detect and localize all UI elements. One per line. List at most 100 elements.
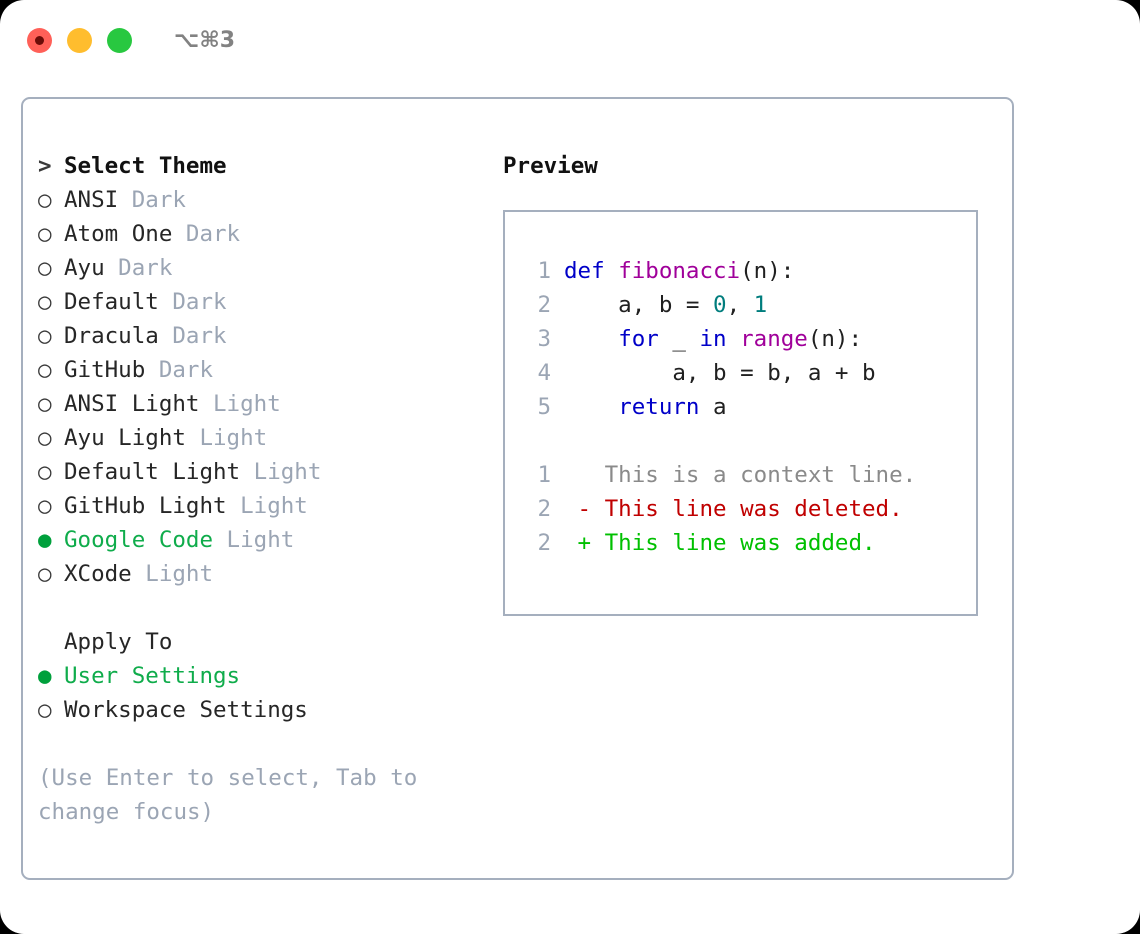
theme-variant-badge: Dark <box>158 323 227 349</box>
radio-unselected-icon: ○ <box>38 187 52 213</box>
theme-variant-badge: Light <box>131 561 214 587</box>
code-token: 1 <box>753 292 768 318</box>
diff-line: 1 This is a context line. <box>525 458 976 492</box>
theme-name: GitHub Light <box>64 493 227 519</box>
code-line-number: 5 <box>537 394 551 420</box>
code-token: in <box>699 326 727 352</box>
theme-variant-badge: Light <box>213 527 295 553</box>
theme-name: XCode <box>64 561 132 587</box>
apply-to-option[interactable]: ● User Settings <box>38 659 498 693</box>
maximize-button[interactable] <box>107 27 132 53</box>
radio-unselected-icon: ○ <box>38 425 52 451</box>
theme-name: Dracula <box>64 323 159 349</box>
radio-selected-icon: ● <box>38 527 52 553</box>
diff-sample: 1 This is a context line.2 - This line w… <box>525 458 976 560</box>
diff-line-text: - This line was deleted. <box>564 496 903 522</box>
close-icon <box>35 35 44 45</box>
code-diff-spacer <box>525 424 976 458</box>
selection-caret-icon: > <box>38 153 52 179</box>
theme-picker-column: > Select Theme ○ ANSI Dark ○ Atom One Dark ○ A… <box>38 149 498 829</box>
theme-variant-badge: Dark <box>104 255 173 281</box>
radio-unselected-icon: ○ <box>38 697 52 723</box>
theme-name: Default <box>64 289 159 315</box>
diff-line: 2 + This line was added. <box>525 526 976 560</box>
radio-unselected-icon: ○ <box>38 561 52 587</box>
theme-list-item[interactable]: ○Atom One Dark <box>38 217 498 251</box>
radio-selected-icon: ● <box>38 663 52 689</box>
theme-list-item[interactable]: ○ GitHub Dark <box>38 353 498 387</box>
code-token: range <box>740 326 808 352</box>
diff-line: 2 - This line was deleted. <box>525 492 976 526</box>
theme-list-item[interactable]: ● Google Code Light <box>38 523 498 557</box>
theme-name: Atom One <box>64 221 173 247</box>
theme-variant-badge: Dark <box>145 357 214 383</box>
code-token: 0 <box>713 292 727 318</box>
diff-line-number: 2 <box>537 496 551 522</box>
radio-unselected-icon: ○ <box>38 221 52 247</box>
code-line-number: 2 <box>537 292 551 318</box>
radio-unselected-icon: ○ <box>38 391 52 417</box>
theme-list-item[interactable]: ○ Ayu Dark <box>38 251 498 285</box>
theme-list-item[interactable]: ○ Default Light Light <box>38 455 498 489</box>
code-token: (n): <box>740 258 795 284</box>
apply-to-header: Apply To <box>38 625 498 659</box>
diff-line-text: + This line was added. <box>564 530 876 556</box>
theme-picker-header-label: Select Theme <box>64 153 227 179</box>
radio-unselected-icon: ○ <box>38 493 52 519</box>
code-line-number: 1 <box>537 258 551 284</box>
theme-variant-badge: Light <box>240 459 322 485</box>
code-line: 5 return a <box>525 390 976 424</box>
apply-to-list: ● User Settings ○Workspace Settings <box>38 659 498 727</box>
theme-name: ANSI <box>64 187 119 213</box>
theme-list-item[interactable]: ○ ANSI Light Light <box>38 387 498 421</box>
code-token: a <box>699 394 727 420</box>
apply-to-label: User Settings <box>64 663 241 689</box>
theme-variant-badge: Light <box>185 425 268 451</box>
theme-list-item[interactable]: ○ XCode Light <box>38 557 498 591</box>
theme-variant-badge: Dark <box>158 289 227 315</box>
code-line-number: 3 <box>537 326 551 352</box>
code-token: def <box>564 258 619 284</box>
close-button[interactable] <box>27 27 52 53</box>
theme-name: Ayu Light <box>64 425 186 451</box>
diff-line-number: 2 <box>537 530 551 556</box>
code-token: fibonacci <box>618 258 741 284</box>
apply-to-option[interactable]: ○Workspace Settings <box>38 693 498 727</box>
radio-unselected-icon: ○ <box>38 459 52 485</box>
keyboard-shortcut-label: ⌥⌘3 <box>174 27 236 53</box>
code-token: (n): <box>807 326 863 352</box>
theme-list-item[interactable]: ○ Ayu Light Light <box>38 421 498 455</box>
theme-picker-header: > Select Theme <box>38 149 498 183</box>
theme-list-item[interactable]: ○ Default Dark <box>38 285 498 319</box>
code-line: 2 a, b = 0, 1 <box>525 288 976 322</box>
code-line-number: 4 <box>537 360 551 386</box>
title-bar: ⌥⌘3 <box>0 0 1140 80</box>
minimize-button[interactable] <box>67 27 92 53</box>
radio-unselected-icon: ○ <box>38 255 52 281</box>
theme-list: ○ ANSI Dark ○ Atom One Dark ○ Ayu Dark ○ Defaul… <box>38 183 498 591</box>
theme-name: Ayu <box>64 255 105 281</box>
theme-name: ANSI Light <box>64 391 200 417</box>
code-token <box>564 326 618 352</box>
theme-variant-badge: Light <box>199 391 281 417</box>
code-line: 3 for _ in range(n): <box>525 322 976 356</box>
theme-name: GitHub <box>64 357 146 383</box>
theme-list-item[interactable]: ○GitHub Light Light <box>38 489 498 523</box>
theme-list-item[interactable]: ○Dracula Dark <box>38 319 498 353</box>
section-spacer <box>38 591 498 625</box>
radio-unselected-icon: ○ <box>38 357 52 383</box>
code-line: 4 a, b = b, a + b <box>525 356 976 390</box>
theme-list-item[interactable]: ○ ANSI Dark <box>38 183 498 217</box>
apply-to-header-label: Apply To <box>64 629 173 655</box>
theme-variant-badge: Dark <box>118 187 186 213</box>
code-token <box>564 394 618 420</box>
theme-name: Google Code <box>64 527 214 553</box>
theme-name: Default Light <box>64 459 241 485</box>
code-token: _ <box>658 326 700 352</box>
preview-label: Preview <box>503 153 598 179</box>
code-token: a, b = <box>564 292 714 318</box>
radio-unselected-icon: ○ <box>38 289 52 315</box>
code-token: for <box>618 326 659 352</box>
